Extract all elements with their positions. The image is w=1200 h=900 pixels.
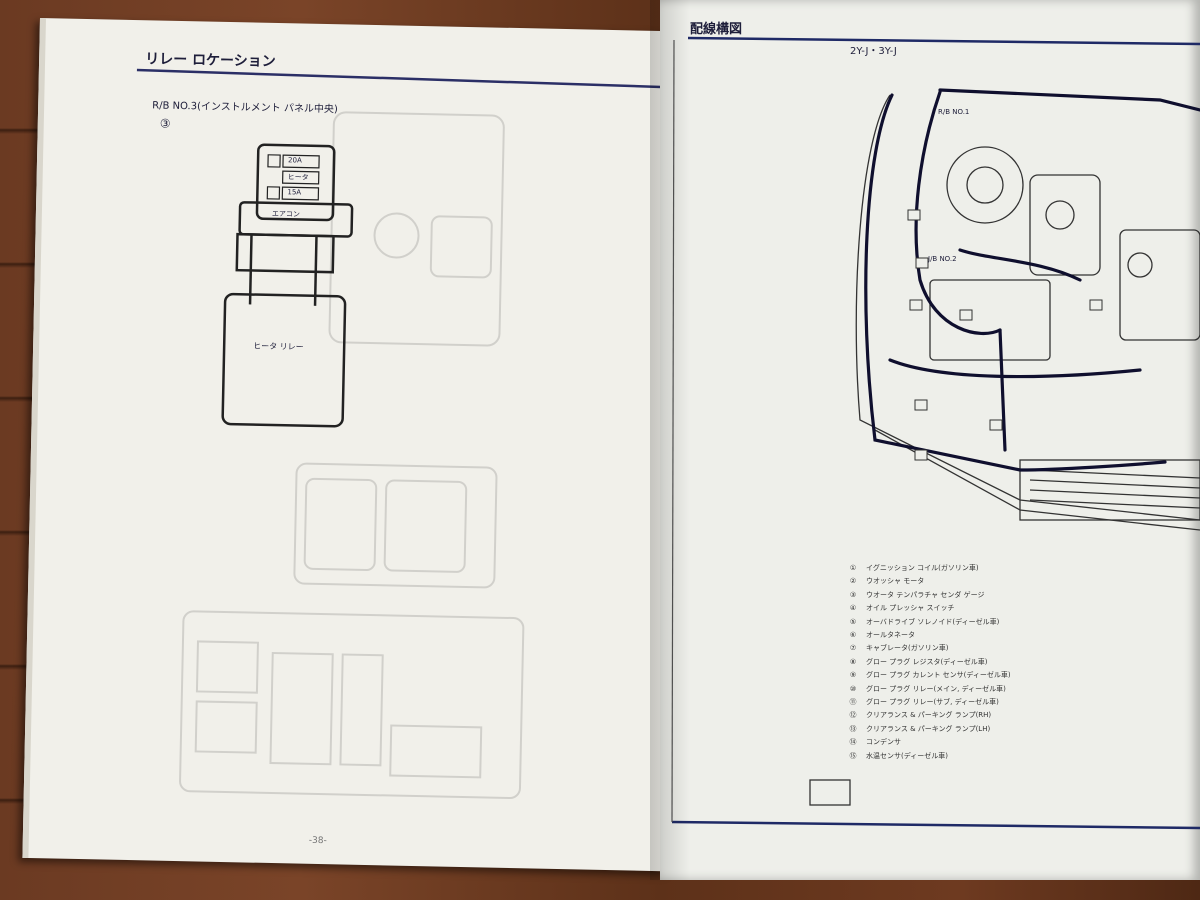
- relay-label: ヒータ リレー: [253, 341, 304, 352]
- book-spine-shadow: [650, 0, 690, 880]
- callout-rb-no1: R/B NO.1: [938, 108, 970, 116]
- box-number: ③: [159, 116, 171, 131]
- right-page-title: 配線構図: [690, 22, 743, 37]
- right-page-drawing: [671, 36, 1200, 830]
- fuse-label-3: 15A: [287, 188, 302, 197]
- page-number: -38-: [308, 835, 327, 847]
- left-page: リレー ロケーション R/B NO.3(インストルメント パネル中央) ③ 20…: [22, 18, 686, 872]
- callout-jb-no2: J/B NO.2: [928, 255, 957, 263]
- model-label: 2Y-J・3Y-J: [850, 46, 897, 57]
- left-page-drawing: [136, 68, 665, 800]
- left-page-title: リレー ロケーション: [144, 51, 276, 70]
- box-caption: エアコン: [271, 209, 301, 219]
- fuse-label-2: ヒータ: [287, 173, 309, 182]
- fuse-label-1: 20A: [287, 156, 302, 165]
